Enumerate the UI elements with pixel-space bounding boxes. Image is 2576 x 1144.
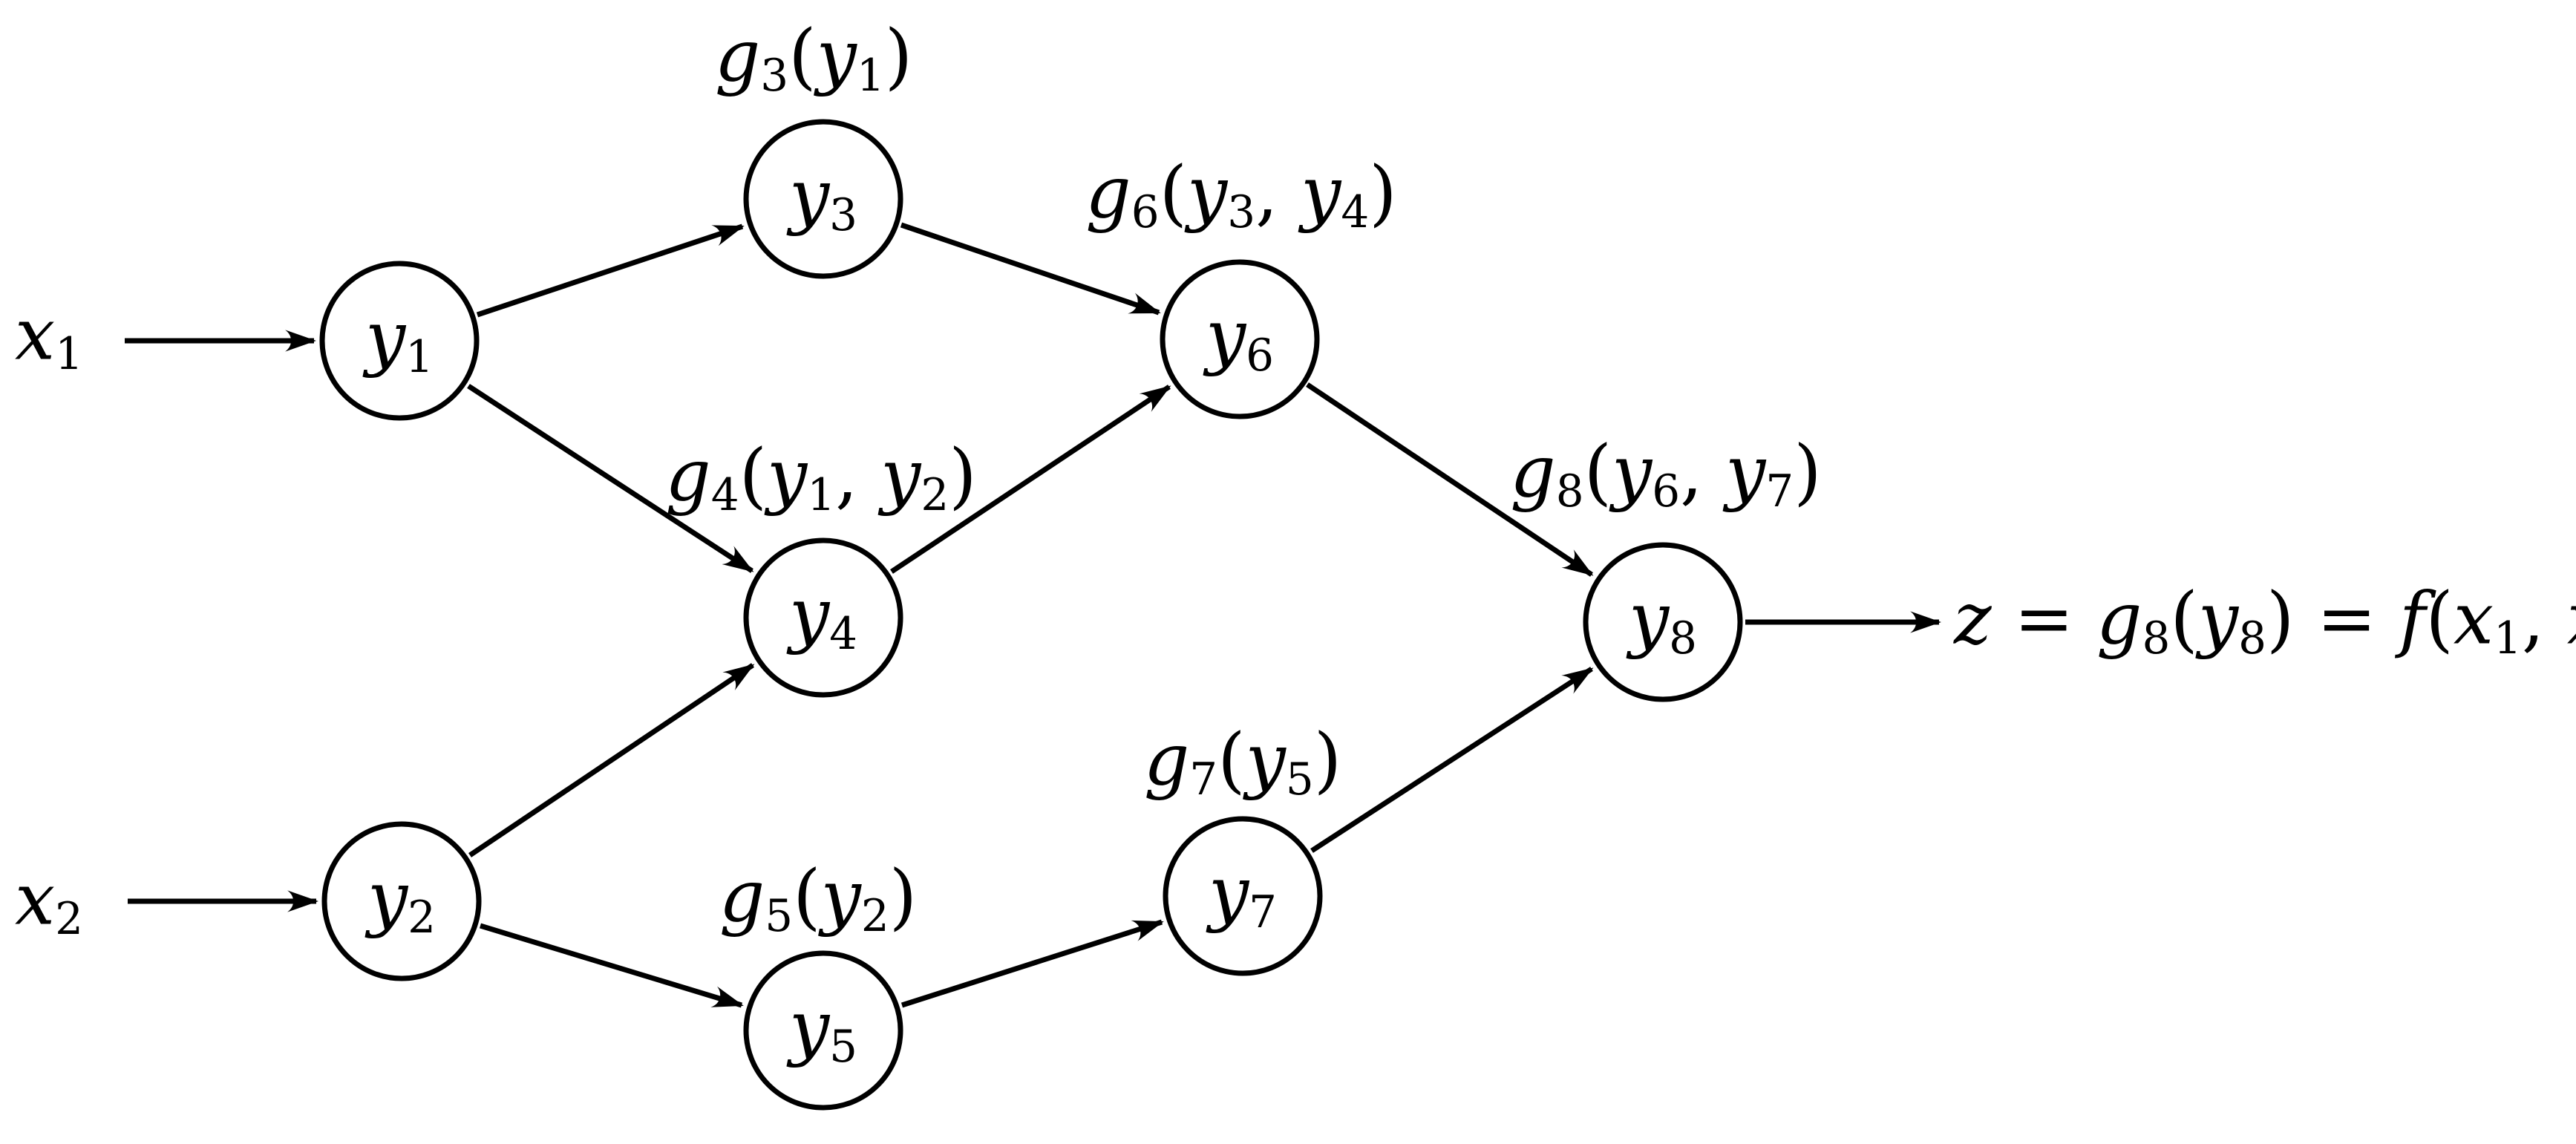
edges-layer <box>125 222 1941 1008</box>
edge-y7-to-y8 <box>1310 667 1594 853</box>
node-circle-y3 <box>743 119 903 279</box>
edge-y1-to-y3 <box>476 223 745 318</box>
node-circle-y4 <box>743 537 903 698</box>
edge-y6-to-y8 <box>1306 382 1594 577</box>
edge-y2-to-y5 <box>479 923 744 1008</box>
edge-y1-to-y4 <box>467 384 754 573</box>
edge-y2-to-y4 <box>468 663 755 857</box>
node-circle-y5 <box>743 950 903 1111</box>
node-circle-y1 <box>319 261 480 421</box>
edge-y4-to-y6 <box>890 385 1171 574</box>
edge-y5-to-y7 <box>900 919 1164 1008</box>
edge-y3-to-y6 <box>900 222 1161 316</box>
node-circle-y2 <box>321 821 482 981</box>
node-circle-y7 <box>1163 816 1323 976</box>
node-circle-y8 <box>1583 542 1743 702</box>
nodes-layer <box>319 119 1743 1111</box>
node-circle-y6 <box>1160 259 1320 419</box>
